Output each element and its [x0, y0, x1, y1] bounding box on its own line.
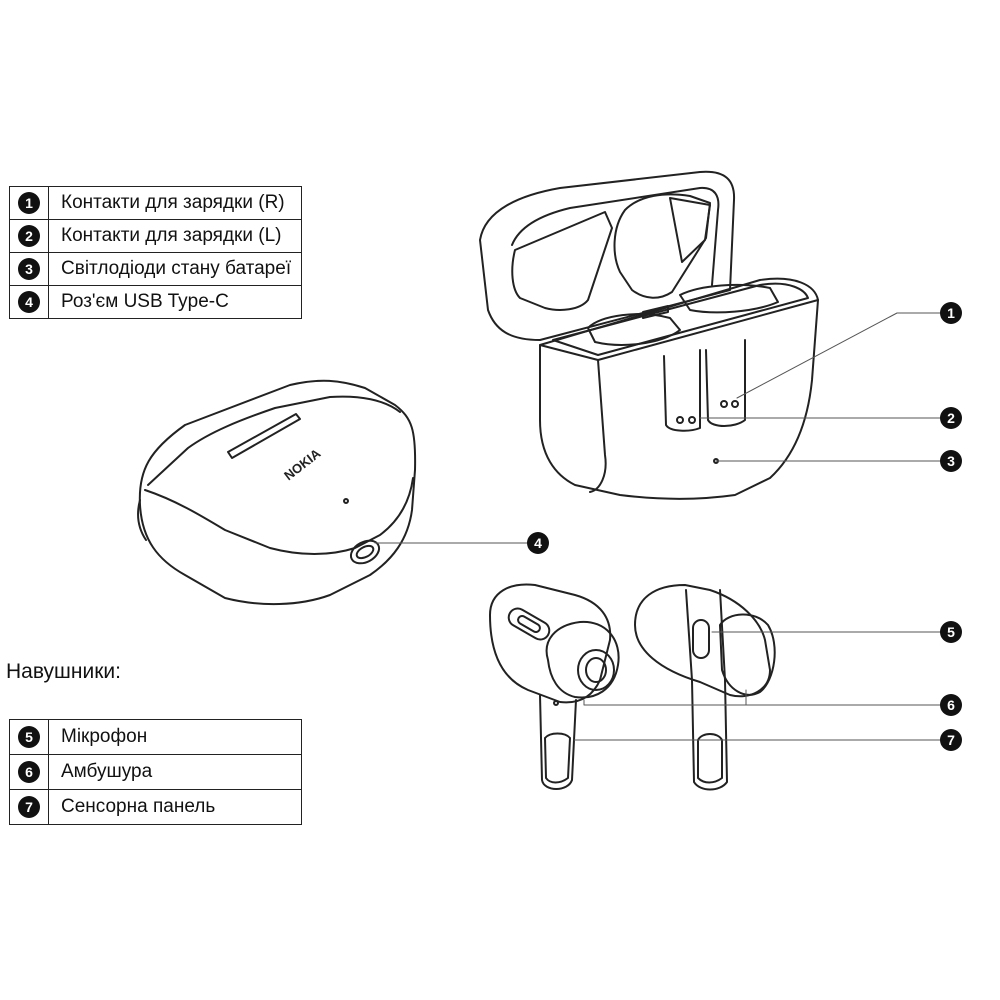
svg-text:1: 1: [947, 305, 955, 321]
open-case-base-drawing: [539, 277, 819, 500]
legend-label: Контакти для зарядки (L): [48, 219, 302, 253]
case-legend-table: 1 Контакти для зарядки (R) 2 Контакти дл…: [9, 186, 302, 319]
legend-label: Амбушура: [48, 754, 302, 790]
legend-number-badge: 3: [18, 258, 40, 280]
callout-badge-7: 7: [940, 729, 962, 751]
svg-text:7: 7: [947, 732, 955, 748]
legend-label: Мікрофон: [48, 719, 302, 755]
legend-number-badge: 2: [18, 225, 40, 247]
legend-row: 6 Амбушура: [9, 754, 302, 790]
left-earbud-drawing: [489, 583, 620, 790]
closed-case-drawing: [137, 379, 417, 606]
callout-badge-2: 2: [940, 407, 962, 429]
callout-badge-6: 6: [940, 694, 962, 716]
earbuds-section-title: Навушники:: [6, 660, 121, 683]
legend-row: 1 Контакти для зарядки (R): [9, 186, 302, 220]
svg-text:5: 5: [947, 624, 955, 640]
svg-text:3: 3: [947, 453, 955, 469]
callout-badge-3: 3: [940, 450, 962, 472]
legend-row: 3 Світлодіоди стану батареї: [9, 252, 302, 286]
callout-leader-lines: [374, 312, 941, 741]
legend-label: Сенсорна панель: [48, 789, 302, 825]
legend-number-badge: 7: [18, 796, 40, 818]
svg-text:2: 2: [947, 410, 955, 426]
legend-row: 7 Сенсорна панель: [9, 789, 302, 825]
svg-text:4: 4: [534, 535, 542, 551]
right-earbud-drawing: [634, 584, 776, 791]
legend-row: 2 Контакти для зарядки (L): [9, 219, 302, 253]
legend-label: Контакти для зарядки (R): [48, 186, 302, 220]
earbuds-legend-table: 5 Мікрофон 6 Амбушура 7 Сенсорна панель: [9, 719, 302, 825]
legend-number-badge: 1: [18, 192, 40, 214]
legend-label: Роз'єм USB Type-C: [48, 285, 302, 319]
callout-badge-1: 1: [940, 302, 962, 324]
legend-number-badge: 4: [18, 291, 40, 313]
legend-number-badge: 5: [18, 726, 40, 748]
callout-badge-5: 5: [940, 621, 962, 643]
legend-row: 5 Мікрофон: [9, 719, 302, 755]
nokia-logo: NOKIA: [281, 445, 324, 483]
legend-row: 4 Роз'єм USB Type-C: [9, 285, 302, 319]
open-case-lid-drawing: [479, 170, 736, 341]
callout-badge-4: 4: [527, 532, 549, 554]
svg-text:6: 6: [947, 697, 955, 713]
legend-label: Світлодіоди стану батареї: [48, 252, 302, 286]
legend-number-badge: 6: [18, 761, 40, 783]
